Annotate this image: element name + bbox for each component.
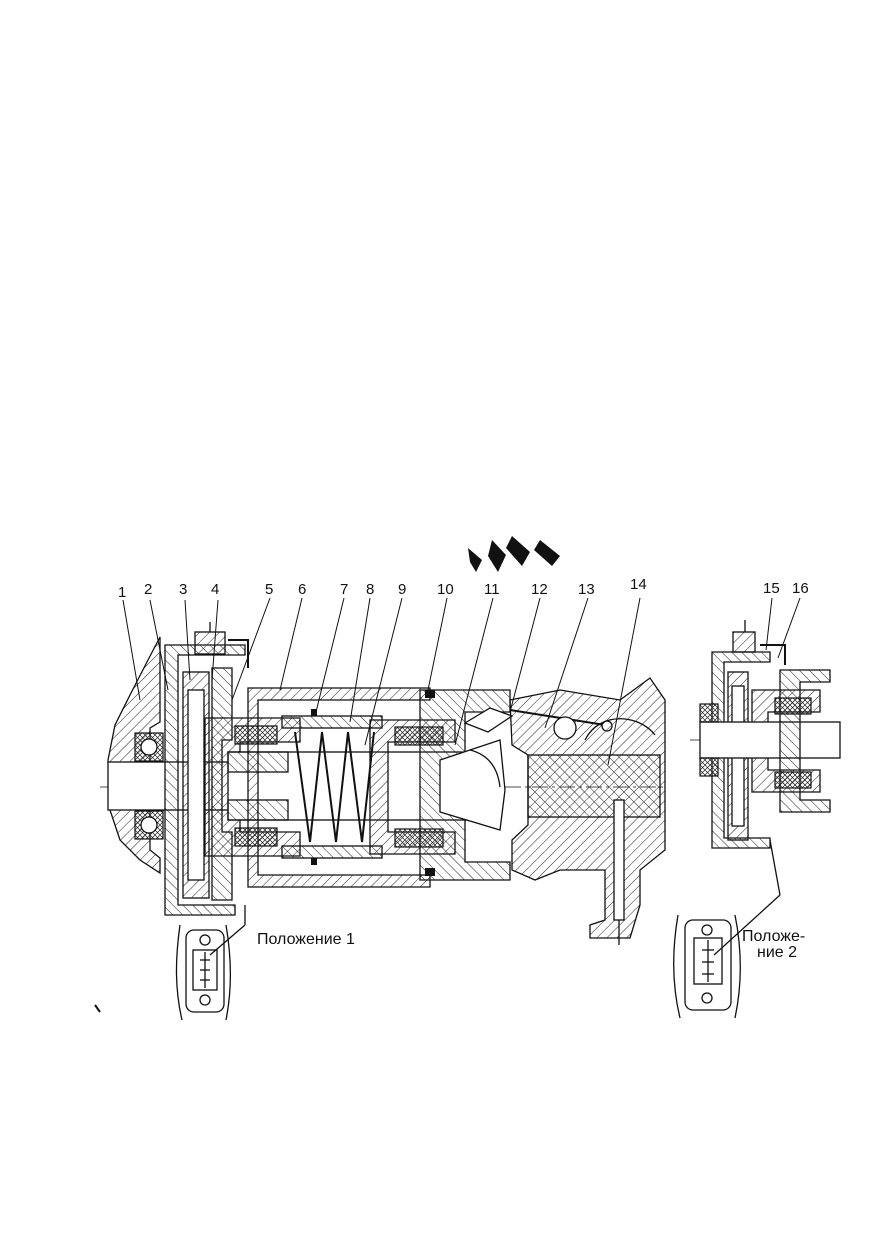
callout-12: 12 [531, 581, 548, 598]
callout-15: 15 [763, 580, 780, 597]
callout-16: 16 [792, 580, 809, 597]
callout-8: 8 [366, 581, 374, 598]
output-shaft [527, 754, 661, 818]
position-2-detail [690, 620, 841, 849]
callout-3: 3 [179, 581, 187, 598]
callout-10: 10 [437, 581, 454, 598]
cone-coupling [439, 739, 506, 831]
callout-7: 7 [340, 581, 348, 598]
callout-11: 11 [484, 581, 500, 598]
main-assembly [100, 622, 666, 945]
inner-cylinder-bottom [281, 845, 383, 859]
callout-4: 4 [211, 581, 219, 598]
caption-position-2-line2: ние 2 [757, 944, 797, 961]
spring [294, 731, 375, 843]
inner-cylinder-top [281, 715, 383, 729]
callout-9: 9 [398, 581, 406, 598]
callout-6: 6 [298, 581, 306, 598]
callout-2: 2 [144, 581, 152, 598]
bolt-pin [613, 799, 625, 921]
callout-14: 14 [630, 576, 647, 593]
clutch-cover [164, 644, 246, 916]
detail-casing [779, 669, 831, 813]
caption-position-1: Положение 1 [257, 931, 355, 948]
caption-position-2-line1: Положе- [742, 928, 805, 945]
callout-1: 1 [118, 584, 126, 601]
callout-13: 13 [578, 581, 595, 598]
cover-top-boss [194, 631, 226, 655]
callout-5: 5 [265, 581, 273, 598]
scan-mark [94, 536, 560, 1013]
inset-position-1 [175, 905, 246, 1021]
detail-shaft [699, 721, 841, 759]
inset-position-2 [673, 839, 781, 1019]
leader-lines [122, 597, 801, 766]
callout-numbers: 1 2 3 4 5 6 7 8 9 10 11 12 13 14 15 16 [118, 576, 809, 601]
